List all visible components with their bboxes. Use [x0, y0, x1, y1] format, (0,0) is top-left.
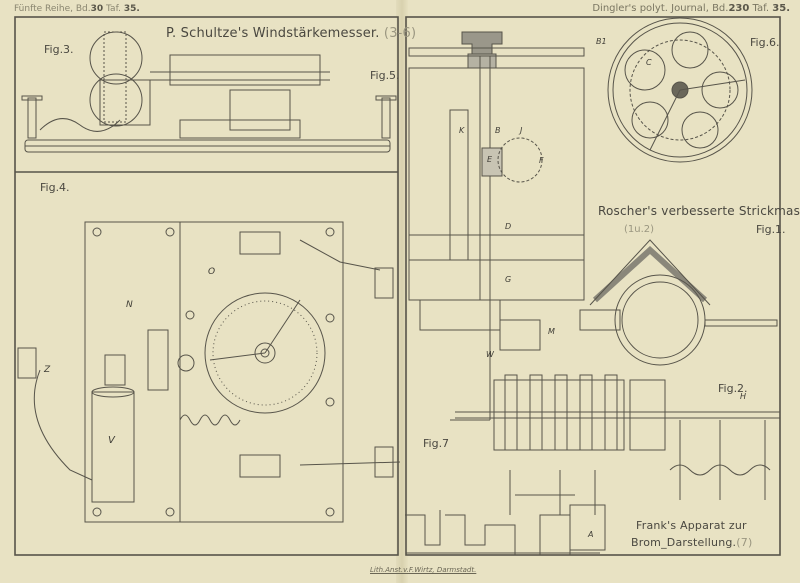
lithographer-credit: Lith.Anst.v.F.Wirtz, Darmstadt. [370, 566, 477, 574]
label-K: K [459, 126, 465, 135]
label-C: C [646, 58, 652, 67]
label-F: F [539, 156, 544, 165]
frank-title-line1: Frank's Apparat zur [636, 519, 747, 532]
label-J: J [520, 126, 523, 135]
plate-frames [14, 16, 781, 556]
label-G: G [505, 275, 512, 284]
label-N: N [126, 300, 133, 310]
roscher-title: Roscher's verbesserte Strickmaschine. [598, 204, 800, 218]
fig2-label: Fig.2. [718, 382, 748, 395]
label-M: M [548, 327, 555, 336]
label-A: A [588, 530, 594, 539]
page-gutter [396, 0, 408, 583]
fig5-label: Fig.5. [370, 69, 400, 82]
label-B: B [495, 126, 501, 135]
fig4-label: Fig.4. [40, 181, 70, 194]
label-V: V [108, 435, 115, 446]
fig3-label: Fig.3. [44, 43, 74, 56]
fig6-drawing [607, 17, 753, 163]
label-Z: Z [44, 365, 51, 375]
fig2-drawing [455, 374, 780, 500]
label-E: E [487, 155, 493, 164]
fig6-label: Fig.6. [750, 36, 780, 49]
left-page-header: Fünfte Reihe, Bd.30 Taf. 35. [14, 4, 140, 14]
fig1-label: Fig.1. [756, 223, 786, 236]
fig1-drawing [579, 239, 778, 366]
fig3-drawing [21, 31, 397, 153]
schultze-title: P. Schultze's Windstärkemesser. (3-6) [166, 26, 417, 41]
label-D: D [505, 222, 512, 231]
label-H: H [740, 392, 747, 401]
fig5-drawing [408, 31, 585, 421]
label-W: W [486, 350, 494, 359]
fig7-label: Fig.7 [423, 437, 450, 450]
right-page-header: Dingler's polyt. Journal, Bd.230 Taf. 35… [592, 3, 790, 14]
label-O: O [208, 267, 216, 277]
fig7-drawing [405, 470, 606, 556]
fig4-drawing [17, 221, 401, 523]
label-B1: B1 [596, 37, 607, 46]
roscher-ref: (1u.2) [624, 224, 655, 235]
frank-title-line2: Brom_Darstellung.(7) [631, 536, 753, 549]
